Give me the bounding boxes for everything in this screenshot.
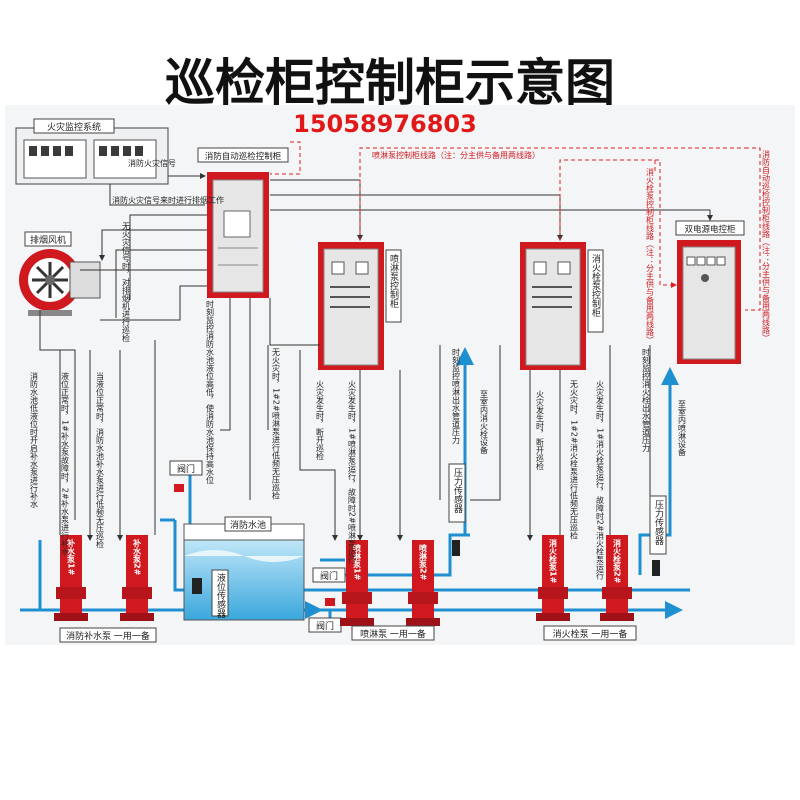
fire-signal-label: 消防火灾信号 [128,158,176,168]
vertical-note: 无火灾时，1#2#喷淋泵进行低频无压巡检 [272,348,281,501]
fan-label: 排烟风机 [30,234,66,246]
patrol-line-label: 消防自动巡检控制柜线路（注：分主供与备用两线路） [762,149,771,342]
dashed-lines [270,141,761,311]
make-up-group-label: 消防补水泵 一用一备 [66,630,150,642]
valve-2-label: 阀门 [320,570,338,582]
valve-3-label: 阀门 [316,620,334,632]
signal-lines [39,173,713,541]
pressure-1-label: 压力传感器 [452,468,463,513]
vertical-note: 时刻监控喷淋出水管道压力 [452,347,461,445]
fire-water-tank: 消防水池 液位传感器 [183,516,305,621]
vertical-note: 液位正常时，1#补水泵故障时，2#补水泵进行补水 [61,371,70,556]
patrol-cabinet-label: 消防自动巡检控制柜 [205,151,282,162]
pressure-2-label: 压力传感器 [653,500,664,545]
pump-label: 消火栓泵2# [612,538,622,584]
tank-label: 消防水池 [230,519,266,531]
pump-label: 消火栓泵1# [548,538,558,584]
page-title: 巡检柜控制柜示意图 [165,54,615,112]
vertical-note: 时刻监控消防水池液位高低，使消防水池保持高水位 [206,299,215,484]
spray-line-label: 喷淋泵控制柜线路（注：分主供与备用两线路） [372,150,540,160]
vertical-note: 消防水池低液位时开启补水泵进行补水 [30,371,39,508]
pump-make-up_1: 补水泵1# [54,535,88,621]
vertical-note: 至室内消火栓设备 [480,390,489,455]
group-labels: 消防补水泵 一用一备 喷淋泵 一用一备 消火栓泵 一用一备 [59,625,637,643]
pump-hydrant-1: 消火栓泵1# [536,535,570,621]
fire-monitor-system: 火灾监控系统 [15,118,169,185]
valve-2: 阀门 [312,567,346,606]
patrol-control-cabinet: 消防自动巡检控制柜 [197,147,289,298]
vertical-note: 当液位正常时，消防水池补水泵进行低频无压巡检 [96,371,105,549]
vertical-note: 火灾发生时，断开巡检 [316,380,325,461]
pump-label: 补水泵2# [132,538,142,576]
pump-label: 喷淋泵1# [353,543,362,581]
vertical-note: 无火灾时，1#2#消火栓泵进行低频无压巡检 [570,380,579,541]
spray-cabinet-label: 喷淋泵控制柜 [388,254,399,309]
valve-3: 阀门 [308,617,342,633]
pump-spray-1: 喷淋泵1# [340,540,374,626]
phone-number: 15058976803 [293,110,477,138]
fire-monitor-label: 火灾监控系统 [47,121,101,133]
pump-make-up_2: 补水泵2# [120,535,154,621]
spray-pump-cabinet: 喷淋泵控制柜 [318,242,402,370]
pump-label: 喷淋泵2# [419,543,428,581]
hydrant-group-label: 消火栓泵 一用一备 [553,628,628,640]
valve-1: 阀门 [169,460,203,492]
pump-hydrant-2: 消火栓泵2# [600,535,634,621]
pressure-sensor-hydrant: 压力传感器 [649,495,667,576]
vertical-note: 火灾发生时，1#喷淋泵运行，故障时2#喷淋泵运行 [348,380,357,565]
vertical-note: 火灾发生时，1#消火栓泵运行，故障时2#消火栓泵运行 [596,380,605,581]
hydrant-line-label: 消火栓泵控制柜线路（注：分主供与备用两线路） [646,167,655,344]
pump-spray-2: 喷淋泵2# [406,540,440,626]
spray-group-label: 喷淋泵 一用一备 [360,628,426,640]
pumps: 补水泵1# 补水泵2# 喷淋泵1# 喷淋泵2# 消火栓泵1# 消火栓泵2# [54,535,634,626]
hydrant-cabinet-label: 消火栓泵控制柜 [590,253,601,318]
valve-1-label: 阀门 [177,463,195,475]
dual-power-cabinet: 双电源电控柜 [675,220,745,364]
vertical-notes: 消防水池低液位时开启补水泵进行补水 液位正常时，1#补水泵故障时，2#补水泵进行补… [30,222,687,581]
level-sensor-label: 液位传感器 [215,572,226,618]
vertical-note: 无火灾信号时，对排烟机进行巡检 [122,222,131,343]
vertical-note: 火灾发生时，断开巡检 [536,390,545,471]
fire-signal-smoke-label: 消防火灾信号来时进行排烟工作 [112,195,224,205]
vertical-note: 时刻监控消火栓出水管道压力 [642,347,651,453]
smoke-exhaust-fan: 排烟风机 [19,231,101,316]
dual-cabinet-label: 双电源电控柜 [684,224,736,235]
pressure-sensor-spray: 压力传感器 [448,463,466,556]
pump-label: 补水泵1# [66,538,76,576]
vertical-note: 至室内喷淋设备 [678,400,687,457]
hydrant-pump-cabinet: 消火栓泵控制柜 [520,242,604,370]
